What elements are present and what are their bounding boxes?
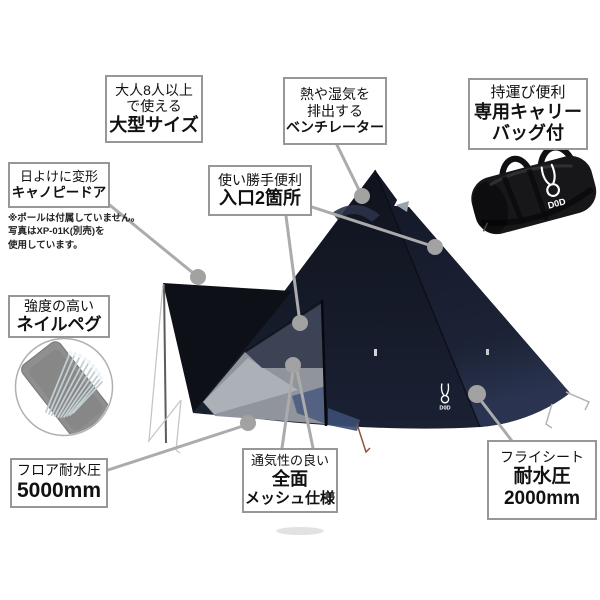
callout-dots (190, 188, 486, 431)
note-text: 使用しています。 (8, 239, 83, 251)
callout-flysheet: フライシート 耐水圧 2000mm (487, 440, 597, 520)
leader-line (106, 424, 245, 472)
guy-ropes-right (545, 391, 591, 429)
peg-bundle (45, 352, 103, 418)
callout-text: 日よけに変形 (19, 169, 98, 185)
ground-shadow (276, 527, 324, 535)
callout-text: メッシュ仕様 (244, 489, 335, 507)
carry-bag-image: D0D (471, 144, 597, 235)
leader-line (284, 214, 302, 325)
callout-size: 大人8人以上 で使える 大型サイズ (105, 75, 203, 143)
tent-seam (374, 169, 481, 428)
leader-line (310, 205, 437, 249)
callout-ventilator: 熱や湿気を 排出する ベンチレーター (283, 77, 387, 145)
callout-carry-bag: 持運び便利 専用キャリー バッグ付 (468, 78, 588, 150)
callout-text: 5000mm (16, 478, 102, 502)
callout-peg: 強度の高い ネイルペグ (8, 295, 110, 338)
guy-ropes-left (147, 283, 182, 454)
leader-line (295, 368, 315, 450)
dod-rabbit-logo-icon: D0D (439, 383, 451, 412)
callout-text: 持運び便利 (490, 83, 566, 101)
callout-text: ベンチレーター (286, 119, 384, 136)
svg-text:D0D: D0D (439, 406, 450, 412)
dod-rabbit-logo-icon: D0D (540, 163, 568, 211)
callout-text: 使い勝手便利 (218, 171, 302, 188)
ventilator-hood (332, 204, 380, 222)
ventilator-opening (396, 201, 409, 212)
callout-dot-ventilator (354, 188, 370, 204)
bag-handle-left (499, 155, 532, 178)
canopy-pole-note: ※ポールは付属していません。 写真はXP-01K(別売)を 使用しています。 (8, 212, 140, 252)
inner-tent-sliver (328, 408, 360, 431)
svg-text:D0D: D0D (547, 196, 568, 210)
zipper-pull-front (374, 349, 377, 356)
callout-text: 耐水圧 (513, 465, 571, 487)
callout-text: バッグ付 (492, 122, 564, 143)
callout-text: 排出する (307, 102, 363, 119)
callout-text: 大人8人以上 (115, 81, 193, 98)
callout-dot-flysheet (468, 385, 486, 403)
callout-dot-mesh (285, 357, 301, 373)
canopy-flap (163, 283, 292, 413)
leader-line (335, 143, 364, 198)
leader-line (477, 396, 514, 443)
note-text: ※ポールは付属していません。 (8, 213, 141, 224)
callout-text: 強度の高い (24, 298, 94, 315)
callout-text: 2000mm (503, 488, 581, 510)
guy-rope-red (356, 423, 371, 454)
callout-text: フライシート (500, 449, 584, 466)
callout-text: ネイルペグ (16, 314, 102, 334)
callout-canopy: 日よけに変形 キャノピードア (8, 162, 110, 208)
callout-text: 専用キャリー (474, 101, 582, 122)
leader-line (280, 369, 295, 450)
callout-text: で使える (126, 98, 182, 115)
callout-text: フロア耐水圧 (17, 462, 101, 479)
leader-line (104, 200, 200, 279)
door-zipper (320, 299, 328, 427)
callout-text: 熱や湿気を (300, 86, 370, 103)
callout-text: 全面 (272, 468, 308, 489)
callout-text: キャノピードア (11, 184, 107, 200)
callout-text: 通気性の良い (250, 453, 329, 469)
callout-entrance: 使い勝手便利 入口2箇所 (208, 165, 312, 216)
zipper-pull-right (486, 349, 489, 355)
callout-floor: フロア耐水圧 5000mm (10, 458, 108, 508)
callout-dot-canopy (190, 269, 206, 285)
callout-text: 入口2箇所 (218, 188, 301, 209)
callout-text: 大型サイズ (109, 114, 199, 135)
callout-dot-floor (240, 415, 256, 431)
note-text: 写真はXP-01K(別売)を (8, 226, 105, 238)
nail-pegs-image (14, 337, 114, 437)
canopy-pole (163, 283, 167, 444)
mesh-door (203, 299, 328, 427)
callout-dot-entrance-left (292, 315, 308, 331)
callout-dot-entrance-right (427, 239, 443, 255)
tent-right-face (375, 170, 570, 427)
callout-mesh: 通気性の良い 全面 メッシュ仕様 (242, 448, 338, 513)
leader-lines (104, 143, 514, 472)
